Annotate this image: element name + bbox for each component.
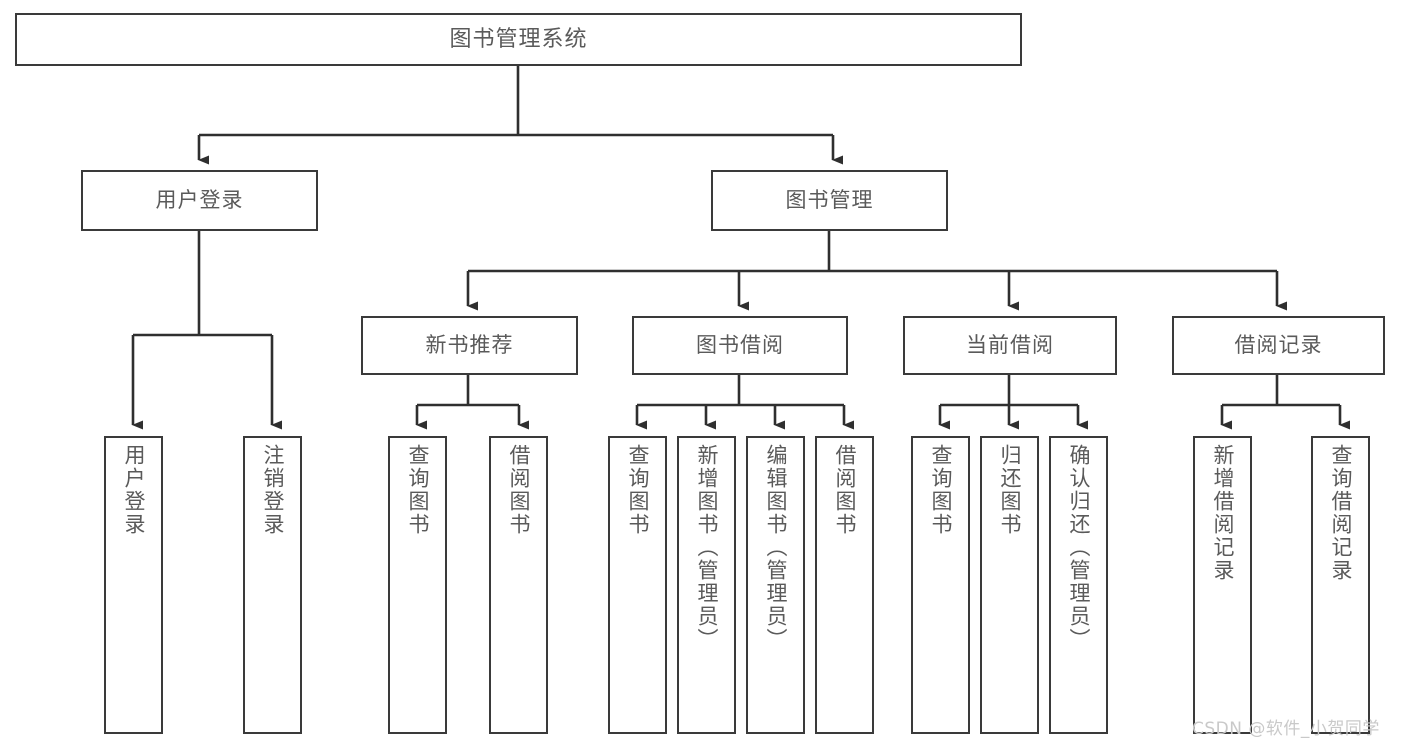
leaf-current-borrow-query[interactable]: 查询图书: [911, 436, 970, 734]
leaf-borrow-record-query[interactable]: 查询借阅记录: [1311, 436, 1370, 734]
node-label: 编辑图书（管理员）: [764, 444, 788, 651]
leaf-book-borrow-edit[interactable]: 编辑图书（管理员）: [746, 436, 805, 734]
node-label: 查询图书: [929, 444, 953, 536]
node-label: 图书管理系统: [449, 26, 588, 52]
node-book-borrow[interactable]: 图书借阅: [632, 316, 848, 375]
node-label: 用户登录: [122, 444, 146, 536]
csdn-watermark: CSDN @软件_小贺同学: [1192, 719, 1380, 739]
node-label: 查询图书: [626, 444, 650, 536]
node-label: 新书推荐: [425, 333, 514, 358]
node-book-management[interactable]: 图书管理: [711, 170, 948, 231]
node-label: 确认归还（管理员）: [1067, 444, 1091, 651]
node-label: 查询借阅记录: [1329, 444, 1353, 582]
node-label: 当前借阅: [966, 333, 1054, 358]
node-label: 归还图书: [998, 444, 1022, 536]
node-label: 新增借阅记录: [1211, 444, 1235, 582]
node-label: 借阅图书: [833, 444, 857, 536]
node-label: 注销登录: [261, 444, 285, 536]
node-label: 借阅图书: [507, 444, 531, 536]
leaf-user-login-login[interactable]: 用户登录: [104, 436, 163, 734]
leaf-new-book-query[interactable]: 查询图书: [388, 436, 447, 734]
leaf-new-book-borrow[interactable]: 借阅图书: [489, 436, 548, 734]
leaf-borrow-record-add[interactable]: 新增借阅记录: [1193, 436, 1252, 734]
node-root-book-management-system[interactable]: 图书管理系统: [15, 13, 1022, 66]
node-label: 图书借阅: [696, 333, 784, 358]
node-new-book-recommend[interactable]: 新书推荐: [361, 316, 578, 375]
node-label: 查询图书: [406, 444, 430, 536]
node-label: 图书管理: [785, 188, 874, 213]
leaf-current-borrow-return[interactable]: 归还图书: [980, 436, 1039, 734]
node-user-login[interactable]: 用户登录: [81, 170, 318, 231]
node-current-borrow[interactable]: 当前借阅: [903, 316, 1117, 375]
leaf-user-login-logout[interactable]: 注销登录: [243, 436, 302, 734]
node-borrow-record[interactable]: 借阅记录: [1172, 316, 1385, 375]
node-label: 借阅记录: [1234, 333, 1323, 358]
leaf-book-borrow-add[interactable]: 新增图书（管理员）: [677, 436, 736, 734]
leaf-current-borrow-confirm-return[interactable]: 确认归还（管理员）: [1049, 436, 1108, 734]
node-label: 用户登录: [155, 188, 244, 213]
node-label: 新增图书（管理员）: [695, 444, 719, 651]
leaf-book-borrow-query[interactable]: 查询图书: [608, 436, 667, 734]
leaf-book-borrow-borrow[interactable]: 借阅图书: [815, 436, 874, 734]
